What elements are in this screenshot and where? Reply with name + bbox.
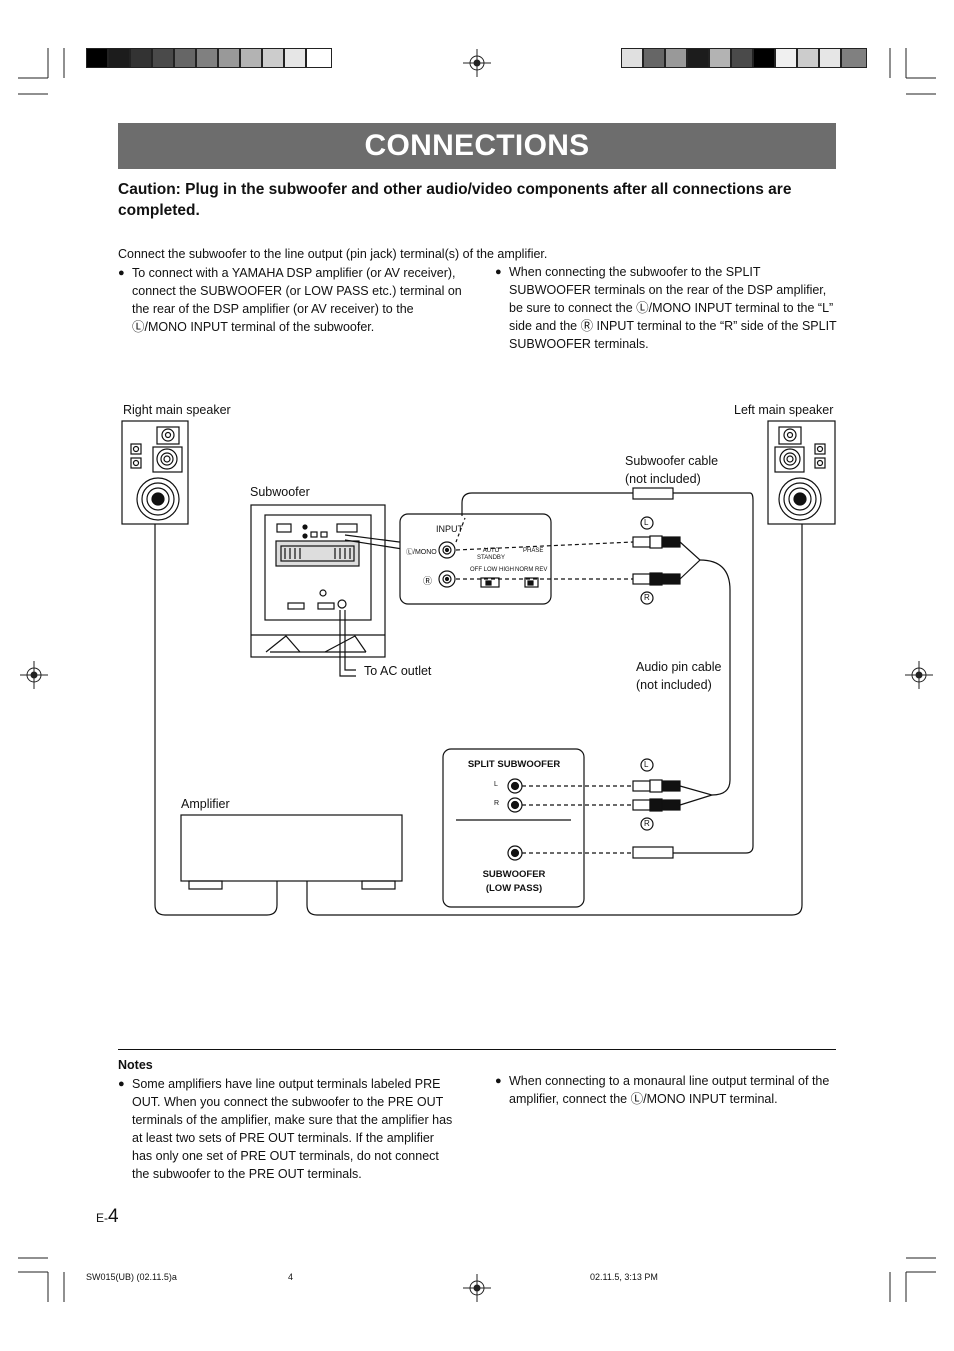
split-subwoofer-label: SPLIT SUBWOOFER bbox=[467, 759, 561, 770]
auto-standby-label: AUTO STANDBY bbox=[477, 548, 505, 561]
input-label: INPUT bbox=[436, 524, 463, 534]
swatch bbox=[819, 48, 841, 68]
note-text: Some amplifiers have line output termina… bbox=[132, 1077, 453, 1181]
plug-l-mark: L bbox=[644, 760, 649, 769]
title-bar bbox=[118, 123, 836, 169]
subwoofer-unit bbox=[250, 504, 386, 658]
note-item: ● Some amplifiers have line output termi… bbox=[118, 1075, 454, 1183]
crosshair-right bbox=[905, 661, 933, 689]
amplifier-unit bbox=[180, 814, 403, 890]
caution-text: Caution: Plug in the subwoofer and other… bbox=[118, 181, 792, 219]
plug-r-mark: R bbox=[644, 819, 650, 828]
swatch bbox=[284, 48, 306, 68]
power-cord bbox=[339, 610, 356, 677]
swatch bbox=[797, 48, 819, 68]
swatch bbox=[86, 48, 108, 68]
amplifier-label: Amplifier bbox=[181, 797, 230, 811]
intro-text: Connect the subwoofer to the line output… bbox=[118, 247, 548, 261]
bullet-item: ● To connect with a YAMAHA DSP amplifier… bbox=[118, 264, 463, 336]
swatch bbox=[687, 48, 709, 68]
swatch bbox=[240, 48, 262, 68]
swatch bbox=[152, 48, 174, 68]
page-title: CONNECTIONS bbox=[364, 129, 590, 162]
swatch bbox=[841, 48, 867, 68]
notes-heading: Notes bbox=[118, 1058, 153, 1072]
auto-standby-options: OFF LOW HIGH bbox=[470, 567, 514, 573]
right-main-speaker bbox=[121, 420, 189, 525]
audio-pin-cable-note: (not included) bbox=[636, 678, 712, 692]
swatch bbox=[621, 48, 643, 68]
swatch bbox=[306, 48, 332, 68]
crosshair-left bbox=[20, 661, 48, 689]
plug-l-mark: L bbox=[644, 518, 649, 527]
bullet-icon: ● bbox=[495, 266, 502, 278]
swatch bbox=[753, 48, 775, 68]
ac-outlet-label: To AC outlet bbox=[364, 664, 432, 678]
left-main-speaker bbox=[767, 420, 836, 525]
r-input-label: Ⓡ bbox=[423, 576, 433, 586]
notes-divider bbox=[118, 1049, 836, 1050]
footer-datetime: 02.11.5, 3:13 PM bbox=[590, 1272, 658, 1282]
bullet-icon: ● bbox=[495, 1075, 502, 1087]
swatch bbox=[218, 48, 240, 68]
subwoofer-low-pass-label: SUBWOOFER bbox=[482, 869, 546, 880]
swatch bbox=[130, 48, 152, 68]
swatch bbox=[174, 48, 196, 68]
subwoofer-low-pass-label: (LOW PASS) bbox=[485, 883, 543, 894]
amplifier-output-panel bbox=[442, 748, 585, 908]
subwoofer-input-panel bbox=[399, 513, 552, 605]
phase-options: NORM REV bbox=[515, 567, 548, 573]
split-l-label: L bbox=[494, 781, 498, 788]
page-number-prefix: E- bbox=[96, 1211, 108, 1225]
subwoofer-cable-label: Subwoofer cable bbox=[625, 454, 719, 468]
crosshair-top bbox=[463, 49, 491, 77]
swatch bbox=[262, 48, 284, 68]
audio-pin-cable-label: Audio pin cable bbox=[636, 660, 722, 674]
swatch bbox=[643, 48, 665, 68]
swatch bbox=[196, 48, 218, 68]
plug-r-mark: R bbox=[644, 593, 650, 602]
swatch bbox=[731, 48, 753, 68]
swatch bbox=[665, 48, 687, 68]
bullet-icon: ● bbox=[118, 267, 125, 279]
page-number-value: 4 bbox=[108, 1206, 119, 1227]
note-text: When connecting to a monaural line outpu… bbox=[509, 1074, 830, 1106]
bullet-icon: ● bbox=[118, 1078, 125, 1090]
bullet-item: ● When connecting the subwoofer to the S… bbox=[495, 263, 837, 353]
swatch bbox=[709, 48, 731, 68]
subwoofer-label: Subwoofer bbox=[250, 485, 310, 499]
split-r-label: R bbox=[494, 800, 500, 807]
crosshair-bottom bbox=[463, 1274, 491, 1302]
footer-page: 4 bbox=[288, 1272, 294, 1282]
bullet-text: When connecting the subwoofer to the SPL… bbox=[509, 265, 837, 351]
page-number: E-4 bbox=[96, 1206, 119, 1228]
swatch bbox=[775, 48, 797, 68]
l-mono-label: Ⓛ/MONO bbox=[406, 549, 437, 556]
right-speaker-label: Right main speaker bbox=[123, 403, 231, 417]
note-item: ● When connecting to a monaural line out… bbox=[495, 1072, 837, 1108]
subwoofer-cable-note: (not included) bbox=[625, 472, 701, 486]
left-speaker-label: Left main speaker bbox=[734, 403, 834, 417]
swatch bbox=[108, 48, 130, 68]
bullet-text: To connect with a YAMAHA DSP amplifier (… bbox=[132, 266, 462, 334]
footer-doc-code: SW015(UB) (02.11.5)a bbox=[86, 1272, 177, 1282]
phase-label: PHASE bbox=[523, 548, 544, 554]
